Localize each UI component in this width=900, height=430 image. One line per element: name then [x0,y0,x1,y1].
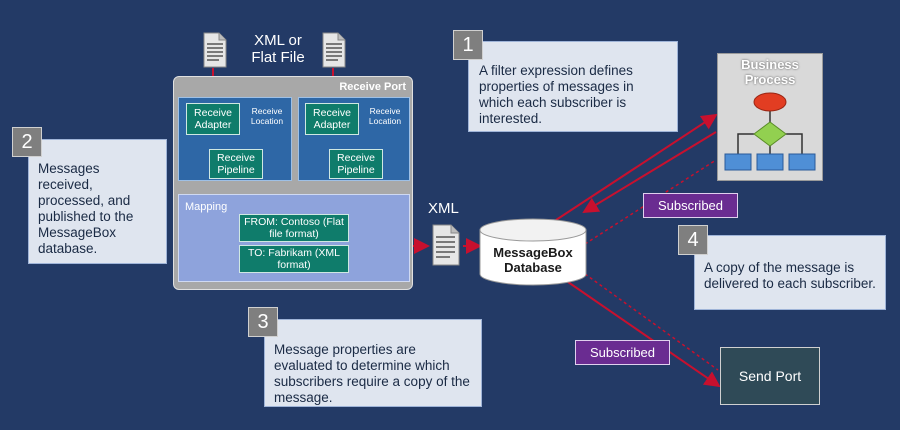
document-icon [203,32,227,68]
business-process-title: Business Process [741,57,799,87]
document-icon [432,224,460,266]
receive-adapter: Receive Adapter [186,103,240,135]
receive-location-label: Receive Location [368,106,402,126]
messagebox-label: MessageBox Database [493,245,573,275]
callout-number: 1 [453,30,483,60]
mapping-to: TO: Fabrikam (XML format) [239,245,349,273]
database-icon [479,218,587,286]
subscribed-label: Subscribed [643,193,738,218]
receive-location-label: Receive Location [250,106,284,126]
receive-pipeline: Receive Pipeline [329,149,383,179]
subscription-line [584,159,717,245]
callout-3: Message properties are evaluated to dete… [264,319,482,407]
callout-number: 3 [248,307,278,337]
receive-port-title: Receive Port [339,81,406,93]
mapping-from: FROM: Contoso (Flat file format) [239,214,349,242]
callout-text: Messages received, processed, and publis… [38,161,134,256]
callout-1: A filter expression defines properties o… [468,41,678,132]
receive-adapter: Receive Adapter [305,103,359,135]
subscribed-label: Subscribed [575,340,670,365]
send-port: Send Port [720,347,820,405]
callout-number: 4 [678,225,708,255]
xml-label: XML [428,200,459,217]
business-process-to-messagebox-arrow [582,131,717,214]
input-format-label: XML or Flat File [251,32,305,66]
document-icon [322,32,346,68]
messagebox-to-send-port-arrow [567,281,721,388]
callout-text: A filter expression defines properties o… [479,63,634,126]
flowchart-icon [724,92,816,171]
callout-4: A copy of the message is delivered to ea… [694,235,886,310]
callout-2: Messages received, processed, and publis… [28,139,167,264]
mapping-title: Mapping [185,201,228,213]
callout-text: Message properties are evaluated to dete… [274,342,470,405]
callout-text: A copy of the message is delivered to ea… [704,260,876,291]
receive-pipeline: Receive Pipeline [209,149,263,179]
callout-number: 2 [12,127,42,157]
